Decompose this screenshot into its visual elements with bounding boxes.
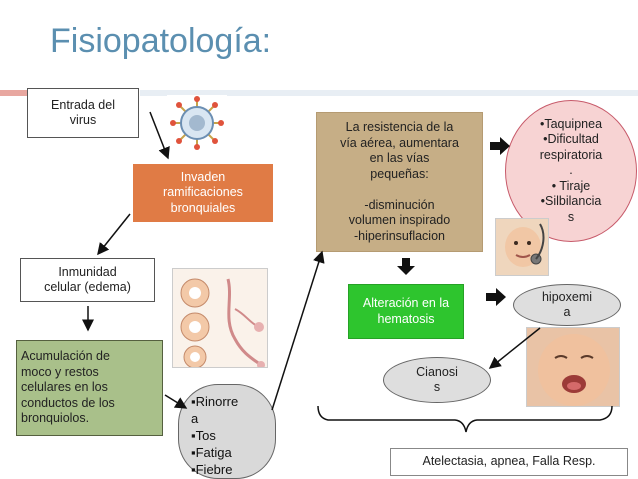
bold-arrow-resistencia-signos: [490, 137, 510, 155]
airway-image: [172, 268, 268, 368]
arrow-acumulacion-sintomas: [164, 394, 188, 409]
complicaciones-box: Atelectasia, apnea, Falla Resp.: [390, 448, 628, 476]
baby-stethoscope-image: [495, 218, 549, 276]
arrow-sintomas-resistencia: [271, 250, 325, 411]
title-underline-accent: [0, 90, 30, 96]
entrada-virus-box: Entrada del virus: [27, 88, 139, 138]
arrow-entrada-invaden: [149, 111, 170, 160]
invaden-box: Invaden ramificaciones bronquiales: [133, 164, 273, 222]
resistencia-box: La resistencia de la vía aérea, aumentar…: [316, 112, 483, 252]
acumulacion-box: Acumulación de moco y restos celulares e…: [16, 340, 163, 436]
virus-image: [167, 95, 227, 151]
title-underline-bar: [140, 90, 638, 96]
arrow-hipoxemia-cianosis: [488, 327, 541, 369]
bold-arrow-resistencia-alteracion: [397, 258, 415, 275]
sintomas-list: ▪Rinorre a ▪Tos ▪Fatiga ▪Fiebre: [178, 384, 276, 479]
crying-baby-image: [526, 327, 620, 407]
grouping-brace: [317, 405, 613, 433]
alteracion-hematosis-box: Alteración en la hematosis: [348, 284, 464, 339]
cianosis-oval: Cianosi s: [383, 357, 491, 403]
bold-arrow-alteracion-hipoxemia: [486, 288, 506, 306]
arrow-invaden-inmunidad: [97, 213, 131, 256]
inmunidad-box: Inmunidad celular (edema): [20, 258, 155, 302]
hipoxemia-oval: hipoxemi a: [513, 284, 621, 326]
page-title: Fisiopatología:: [50, 22, 272, 60]
